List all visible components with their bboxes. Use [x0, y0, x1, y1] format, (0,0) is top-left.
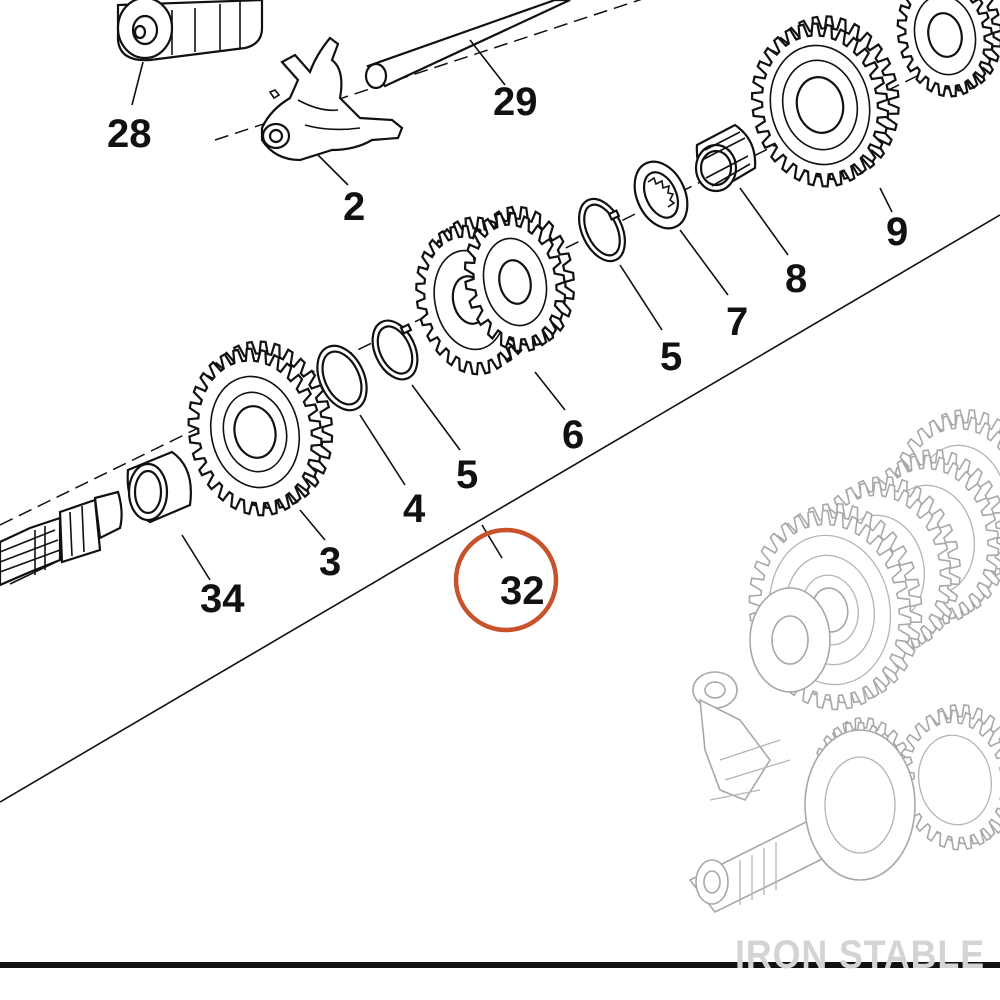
callout-34: 34	[200, 577, 245, 621]
part-7-thrust-washer	[633, 160, 729, 296]
part-29-shift-rod	[364, 0, 571, 90]
part-34-bushing	[126, 450, 211, 581]
callout-5-lower: 5	[456, 453, 478, 497]
callout-28: 28	[107, 112, 152, 156]
callout-8: 8	[785, 257, 807, 301]
callout-3: 3	[319, 540, 341, 584]
callout-29: 29	[493, 80, 538, 124]
callout-4: 4	[403, 487, 426, 531]
part-main-shaft	[0, 490, 123, 587]
callout-labels: 28 29 2 9 8 7 5 6 5 4 3 34	[107, 80, 908, 621]
callout-7: 7	[726, 300, 748, 344]
part-3-gear	[187, 340, 334, 541]
part-top-right-gear	[896, 0, 1000, 98]
section-divider-line	[0, 214, 1000, 803]
part-2-shift-fork	[260, 36, 404, 186]
part-6-double-gear	[415, 205, 576, 411]
part-28-shift-drum	[116, 0, 264, 106]
callout-9: 9	[886, 210, 908, 254]
callout-32: 32	[500, 569, 545, 613]
highlighted-callout-32: 32	[453, 524, 559, 633]
callout-5-upper: 5	[660, 335, 682, 379]
leader-32	[481, 524, 503, 559]
callout-2: 2	[343, 185, 365, 229]
part-5-snap-ring-upper	[578, 197, 663, 331]
part-8-needle-bearing	[694, 123, 789, 256]
part-9-gear	[750, 15, 900, 213]
assembled-transmission-illustration	[688, 409, 1000, 914]
part-5-snap-ring-lower	[371, 319, 461, 451]
watermark-logo: IRON STABLE	[735, 933, 985, 977]
bottom-rule	[0, 962, 1000, 968]
highlight-circle	[453, 527, 559, 633]
callout-6: 6	[562, 413, 584, 457]
part-4-ring	[316, 344, 406, 486]
